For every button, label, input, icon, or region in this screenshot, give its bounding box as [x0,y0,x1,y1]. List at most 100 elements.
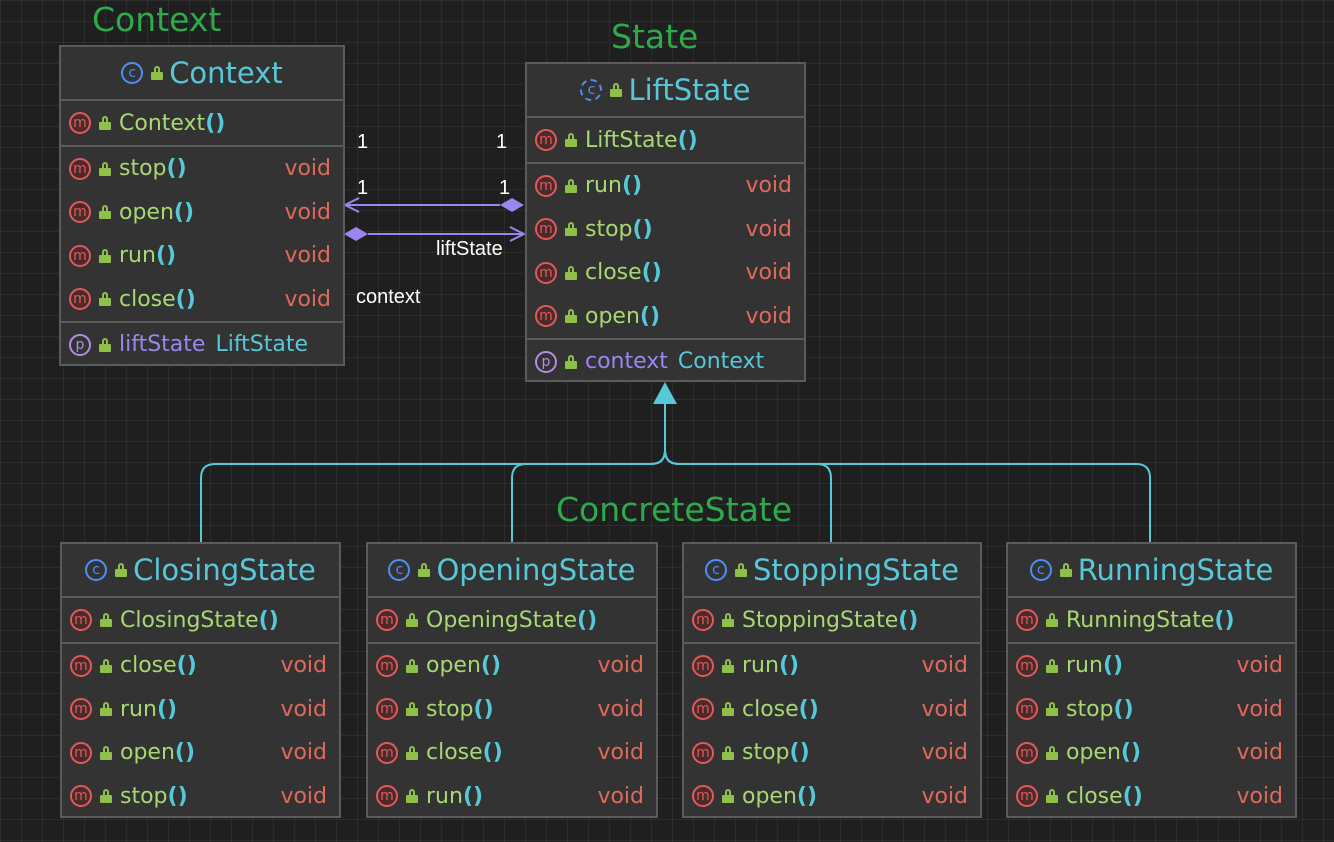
property-icon: p [69,333,91,356]
public-lock-icon [99,205,111,220]
multiplicity-context-top: 1 [357,131,369,153]
return-type: void [745,260,792,286]
class-icon: c [85,559,108,581]
method-name: run() [1066,653,1124,679]
return-type: void [745,216,792,242]
role-label-liftstate: liftState [436,238,503,260]
return-type: void [1236,740,1283,766]
public-lock-icon [722,789,734,804]
constructor-row[interactable]: m Context() [61,101,343,145]
method-icon: m [535,261,557,284]
method-icon: m [70,785,92,808]
public-lock-icon [565,354,577,369]
property-type: LiftState [215,332,309,358]
public-lock-icon [100,613,112,627]
class-name: LiftState [628,73,751,107]
public-lock-icon [406,745,418,760]
public-lock-icon [1046,658,1058,673]
public-lock-icon [610,83,623,97]
method-name: open() [426,653,502,679]
method-icon: m [535,218,557,241]
return-type: void [597,783,644,809]
method-name: stop() [742,740,810,766]
class-icon: c [705,559,728,581]
return-type: void [284,243,331,269]
return-type: void [921,696,968,722]
public-lock-icon [565,222,577,237]
method-icon: m [69,201,91,224]
method-name: open() [1066,740,1142,766]
public-lock-icon [1046,745,1058,760]
role-label-context: context [356,286,421,308]
public-lock-icon [565,309,577,324]
method-icon: m [70,741,92,764]
return-type: void [284,156,331,182]
property-name: context [585,349,668,375]
return-type: void [745,173,792,199]
method-icon: m [70,654,92,677]
public-lock-icon [1046,789,1058,804]
method-icon: m [69,288,91,311]
return-type: void [280,696,327,722]
return-type: void [1236,653,1283,679]
public-lock-icon [99,292,111,307]
class-name: OpeningState [436,553,636,587]
method-icon: m [376,654,398,677]
public-lock-icon [406,613,418,627]
return-type: void [280,783,327,809]
public-lock-icon [1059,563,1072,577]
public-lock-icon [99,337,111,352]
multiplicity-state-bottom: 1 [499,177,511,199]
method-name: open() [585,303,661,329]
method-icon: m [535,305,557,328]
group-label-state: State [611,17,699,56]
public-lock-icon [735,563,748,577]
method-icon: m [69,157,91,180]
class-header: c LiftState [527,64,804,118]
method-icon: m [376,609,398,631]
group-label-context: Context [92,0,222,39]
constructor-row[interactable]: m LiftState() [527,118,804,162]
